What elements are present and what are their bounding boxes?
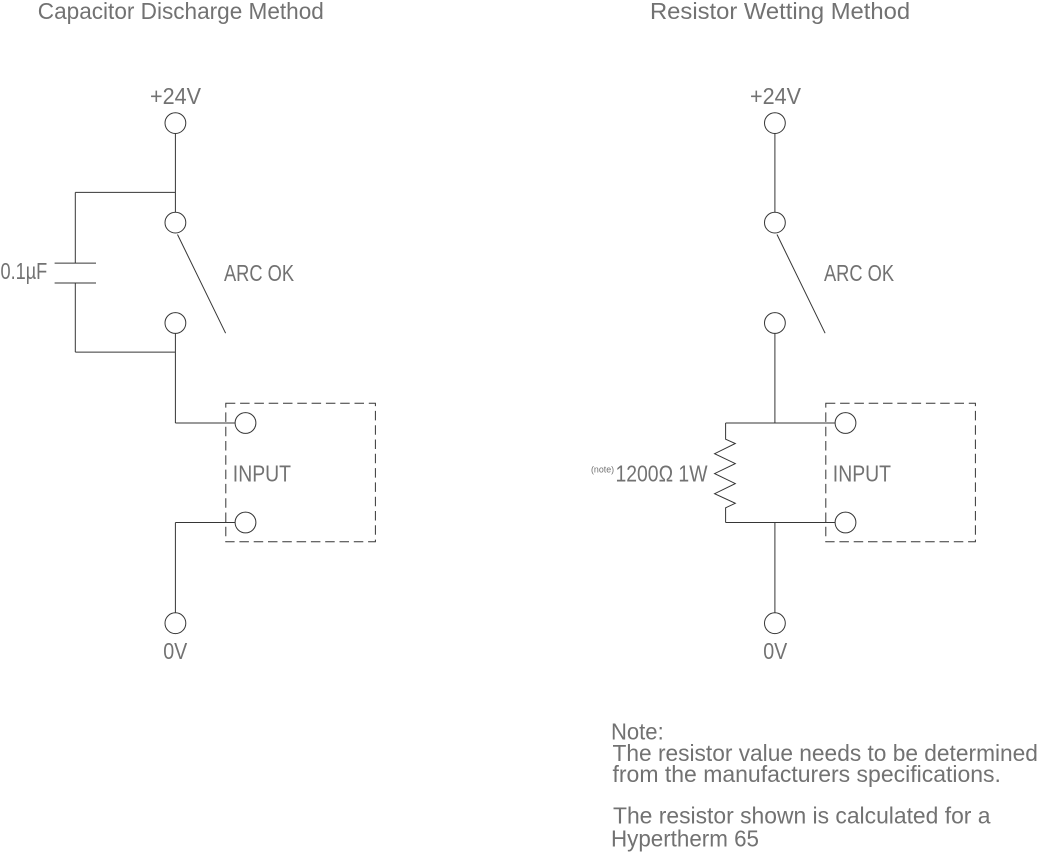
svg-text:INPUT: INPUT: [233, 461, 291, 487]
svg-text:Note:: Note:: [611, 719, 664, 745]
svg-text:ARC OK: ARC OK: [824, 261, 894, 287]
svg-text:from the manufacturers specifi: from the manufacturers specifications.: [613, 762, 1001, 788]
svg-text:(note): (note): [591, 464, 614, 475]
svg-text:1200Ω 1W: 1200Ω 1W: [616, 461, 709, 487]
svg-text:ARC OK: ARC OK: [224, 261, 294, 287]
svg-text:INPUT: INPUT: [833, 461, 891, 487]
svg-text:0V: 0V: [163, 639, 188, 665]
svg-text:Capacitor Discharge Method: Capacitor Discharge Method: [38, 0, 324, 24]
svg-text:The resistor value needs to be: The resistor value needs to be determine…: [613, 740, 1038, 766]
svg-text:+24V: +24V: [150, 84, 202, 110]
svg-text:0.1µF: 0.1µF: [1, 259, 48, 285]
svg-text:Resistor Wetting Method: Resistor Wetting Method: [650, 0, 910, 24]
svg-text:Hypertherm 65: Hypertherm 65: [611, 826, 759, 852]
svg-text:0V: 0V: [763, 639, 788, 665]
svg-text:The resistor shown is calculat: The resistor shown is calculated for a: [613, 803, 991, 829]
svg-text:+24V: +24V: [750, 84, 802, 110]
